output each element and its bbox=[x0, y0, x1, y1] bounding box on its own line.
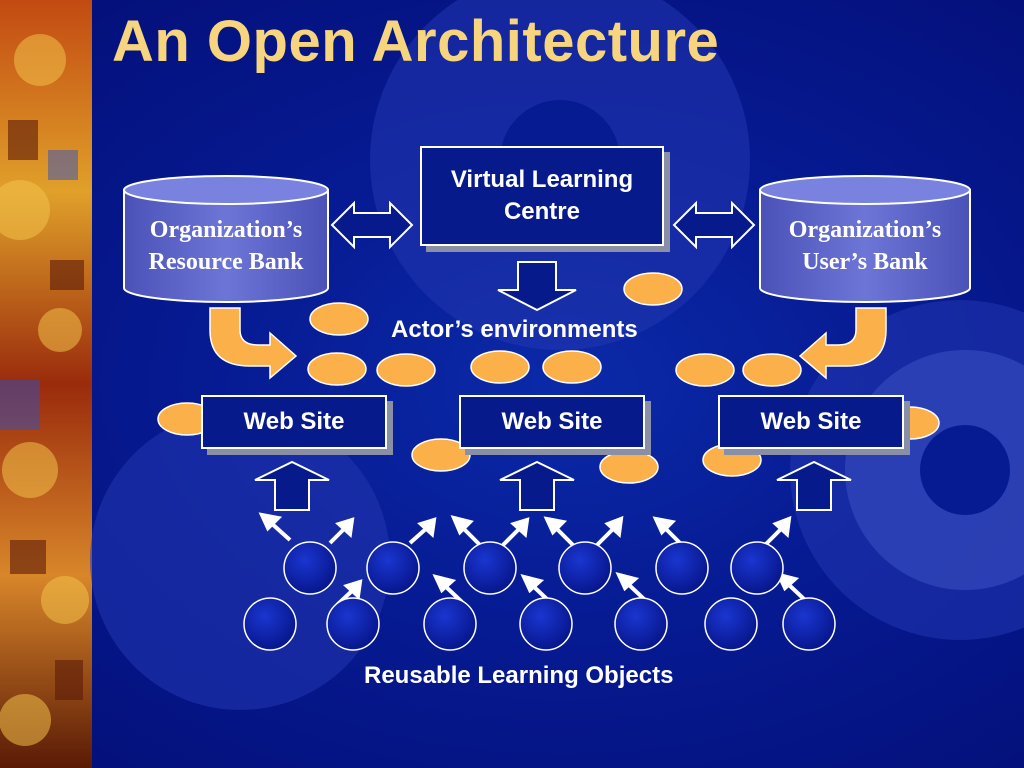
actor-ellipse bbox=[623, 272, 683, 306]
learning-object bbox=[704, 597, 758, 651]
down-arrow-icon bbox=[497, 261, 577, 312]
vlc-line1: Virtual Learning bbox=[450, 166, 634, 193]
web-site-box: Web Site bbox=[201, 395, 387, 449]
resource-bank-cylinder bbox=[123, 175, 329, 303]
actor-ellipse bbox=[411, 438, 471, 472]
actor-ellipse bbox=[470, 350, 530, 384]
actor-ellipse bbox=[307, 352, 367, 386]
learning-object bbox=[463, 541, 517, 595]
vlc-line2: Centre bbox=[503, 198, 580, 225]
web-site-box: Web Site bbox=[718, 395, 904, 449]
actor-ellipse bbox=[742, 353, 802, 387]
up-arrow-icon bbox=[776, 460, 852, 511]
learning-object bbox=[782, 597, 836, 651]
learning-object bbox=[730, 541, 784, 595]
learning-object bbox=[423, 597, 477, 651]
learning-object bbox=[558, 541, 612, 595]
user-bank-line2: User’s Bank bbox=[802, 249, 928, 275]
resource-bank-line2: Resource Bank bbox=[148, 249, 304, 275]
learning-object bbox=[655, 541, 709, 595]
user-bank-label: Organization’s User’s Bank bbox=[760, 214, 970, 278]
actor-ellipse bbox=[599, 450, 659, 484]
curved-arrow-right-icon bbox=[798, 307, 887, 380]
web-site-box: Web Site bbox=[459, 395, 645, 449]
up-arrow-icon bbox=[254, 460, 330, 511]
user-bank-cylinder bbox=[759, 175, 971, 303]
slide-title: An Open Architecture bbox=[112, 9, 720, 74]
resource-bank-line1: Organization’s bbox=[149, 217, 303, 243]
reusable-learning-objects-label: Reusable Learning Objects bbox=[364, 662, 674, 689]
learning-object bbox=[519, 597, 573, 651]
learning-object bbox=[243, 597, 297, 651]
learning-object bbox=[283, 541, 337, 595]
resource-bank-label: Organization’s Resource Bank bbox=[124, 214, 328, 278]
actor-ellipse bbox=[309, 302, 369, 336]
virtual-learning-centre-box: Virtual Learning Centre bbox=[420, 146, 664, 246]
double-arrow-right-icon bbox=[672, 200, 756, 250]
actor-ellipse bbox=[675, 353, 735, 387]
up-arrow-icon bbox=[499, 460, 575, 511]
user-bank-line1: Organization’s bbox=[788, 217, 942, 243]
web-site-label: Web Site bbox=[760, 408, 862, 435]
learning-object bbox=[366, 541, 420, 595]
decorative-side-strip bbox=[0, 0, 92, 768]
actors-environments-label: Actor’s environments bbox=[391, 316, 638, 343]
object-arrows bbox=[258, 512, 807, 607]
learning-object bbox=[326, 597, 380, 651]
learning-object bbox=[614, 597, 668, 651]
actor-ellipse bbox=[376, 353, 436, 387]
curved-arrow-left-icon bbox=[209, 307, 298, 380]
web-site-label: Web Site bbox=[501, 408, 603, 435]
double-arrow-left-icon bbox=[330, 200, 414, 250]
actor-ellipse bbox=[542, 350, 602, 384]
web-site-label: Web Site bbox=[243, 408, 345, 435]
